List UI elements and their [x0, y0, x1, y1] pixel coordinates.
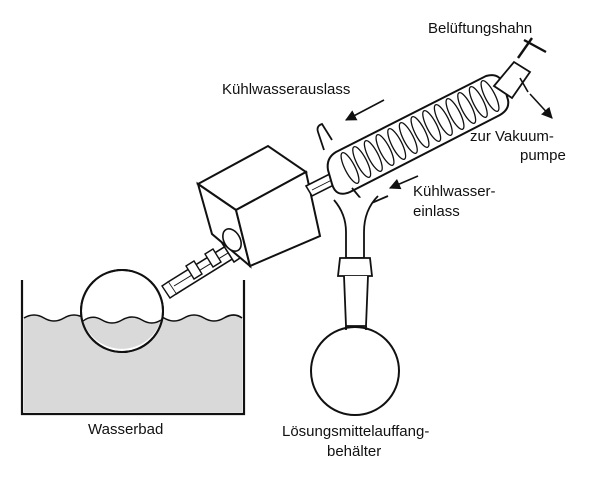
coil-turn	[340, 152, 360, 184]
label-vacuum-line2: pumpe	[520, 147, 566, 164]
label-coolant-inlet-line2: einlass	[413, 203, 460, 220]
label-water-bath: Wasserbad	[88, 421, 163, 438]
flow-arrows	[345, 93, 553, 190]
motor-housing	[196, 144, 322, 269]
receiver-neck	[343, 275, 369, 327]
coolant-outlet-port	[316, 122, 333, 151]
receiver-assembly	[310, 195, 400, 416]
condenser-coil	[340, 80, 500, 184]
vent-valve	[492, 37, 547, 100]
coil-turn	[480, 80, 500, 112]
label-receiver-line1: Lösungsmittelauffang-	[282, 423, 429, 440]
coil-turn	[457, 92, 477, 124]
receiving-flask	[310, 326, 400, 416]
receiver-joint	[336, 257, 374, 277]
coolant-outlet-arrow	[345, 99, 385, 121]
coil-turn	[422, 110, 442, 142]
label-vent-valve: Belüftungshahn	[428, 20, 532, 37]
coil-turn	[352, 146, 372, 178]
flask-water	[83, 317, 161, 349]
coil-turn	[398, 122, 418, 154]
coil-turn	[375, 134, 395, 166]
label-receiver-line2: behälter	[327, 443, 381, 460]
label-coolant-outlet: Kühlwasserauslass	[222, 81, 350, 98]
coil-turn	[433, 104, 453, 136]
water-surface-fill	[24, 315, 242, 412]
coil-turn	[445, 98, 465, 130]
label-vacuum-line1: zur Vakuum-	[470, 128, 554, 145]
coil-turn	[387, 128, 407, 160]
receiver-upper-tube	[333, 195, 379, 259]
coil-turn	[363, 140, 383, 172]
coil-turn	[410, 116, 430, 148]
labels: Belüftungshahn Kühlwasserauslass zur Vak…	[88, 20, 566, 460]
vacuum-arrow	[529, 93, 553, 119]
housing-port	[222, 228, 242, 252]
water-bath-vessel	[20, 280, 246, 416]
coolant-inlet-arrow	[388, 175, 419, 190]
label-coolant-inlet-line1: Kühlwasser-	[413, 183, 496, 200]
housing-right	[234, 170, 322, 268]
coil-turn	[468, 86, 488, 118]
